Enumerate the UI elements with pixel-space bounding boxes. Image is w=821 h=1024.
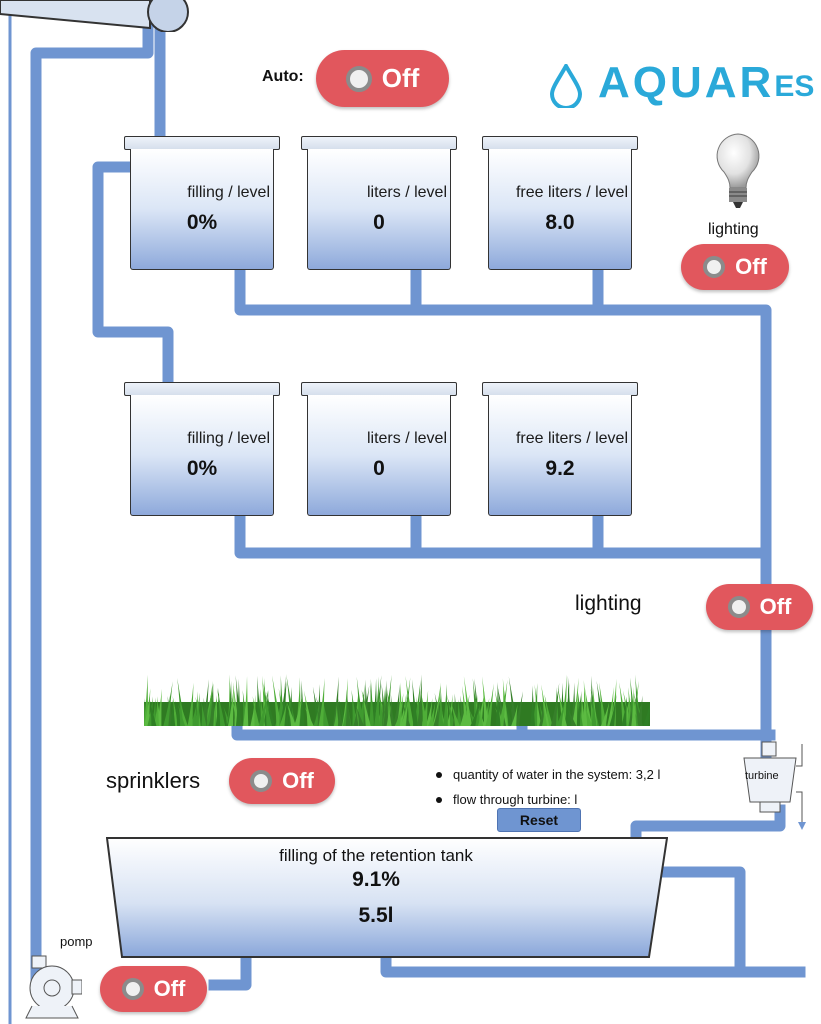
logo-main-text: AQUAR bbox=[598, 58, 775, 107]
lighting-top-label: lighting bbox=[708, 221, 759, 238]
tank-value: 0% bbox=[186, 457, 218, 480]
water-quantity-text: quantity of water in the system: 3,2 l bbox=[453, 767, 661, 782]
lighting-mid-toggle[interactable]: Off bbox=[706, 584, 813, 630]
tank-free-liters-row2: free liters / level 9.2 bbox=[482, 382, 638, 519]
toggle-state: Off bbox=[282, 768, 314, 793]
lightbulb-icon bbox=[716, 133, 760, 208]
system-info-list: quantity of water in the system: 3,2 l f… bbox=[436, 762, 660, 812]
lighting-top-toggle[interactable]: Off bbox=[681, 244, 789, 290]
list-item: flow through turbine: l bbox=[436, 787, 660, 812]
aquares-logo: AQUAR ES bbox=[548, 58, 814, 108]
retention-tank: filling of the retention tank 9.1% 5.5l bbox=[106, 836, 668, 960]
tank-label: free liters / level bbox=[515, 184, 628, 201]
water-drop-icon bbox=[549, 64, 583, 108]
turbine-icon bbox=[743, 741, 806, 830]
retention-tank-liters: 5.5l bbox=[358, 904, 394, 927]
tank-label: free liters / level bbox=[515, 430, 628, 447]
tank-value: 8.0 bbox=[545, 211, 575, 234]
toggle-state: Off bbox=[153, 976, 186, 1001]
sprinklers-label: sprinklers bbox=[106, 768, 201, 793]
toggle-knob bbox=[727, 596, 750, 618]
toggle-state: Off bbox=[735, 254, 767, 279]
tank-free-liters-row1: free liters / level 8.0 bbox=[482, 136, 638, 273]
toggle-knob bbox=[121, 978, 144, 1000]
toggle-knob bbox=[345, 65, 372, 92]
tank-filling-level-row1: filling / level 0% bbox=[124, 136, 280, 273]
tank-liters-level-row1: liters / level 0 bbox=[301, 136, 457, 273]
retention-tank-percent: 9.1% bbox=[352, 868, 400, 891]
retention-tank-title: filling of the retention tank bbox=[279, 846, 473, 865]
tank-value: 0% bbox=[186, 211, 218, 234]
tank-value: 0 bbox=[373, 211, 385, 234]
tank-label: filling / level bbox=[187, 184, 270, 201]
toggle-state: Off bbox=[381, 63, 420, 93]
reset-button[interactable]: Reset bbox=[497, 808, 581, 832]
tank-liters-level-row2: liters / level 0 bbox=[301, 382, 457, 519]
tank-label: liters / level bbox=[366, 430, 447, 447]
turbine-label: turbine bbox=[745, 770, 779, 782]
lighting-mid-label: lighting bbox=[575, 592, 642, 615]
water-intake-funnel bbox=[0, 0, 189, 32]
pump-label: pomp bbox=[60, 934, 93, 949]
tank-label: filling / level bbox=[187, 430, 270, 447]
tank-filling-level-row2: filling / level 0% bbox=[124, 382, 280, 519]
toggle-knob bbox=[703, 256, 726, 278]
toggle-state: Off bbox=[759, 594, 792, 619]
auto-toggle[interactable]: Off bbox=[316, 50, 449, 107]
pump-toggle[interactable]: Off bbox=[100, 966, 207, 1012]
toggle-knob bbox=[250, 770, 273, 792]
list-item: quantity of water in the system: 3,2 l bbox=[436, 762, 660, 787]
auto-label: Auto: bbox=[262, 68, 304, 85]
tank-label: liters / level bbox=[366, 184, 447, 201]
logo-suffix-text: ES bbox=[774, 70, 815, 103]
pump-icon bbox=[25, 955, 82, 1019]
tank-value: 0 bbox=[373, 457, 385, 480]
turbine-flow-text: flow through turbine: l bbox=[453, 792, 578, 807]
sprinklers-toggle[interactable]: Off bbox=[229, 758, 335, 804]
tank-value: 9.2 bbox=[545, 457, 575, 480]
grass-lawn bbox=[144, 674, 650, 726]
